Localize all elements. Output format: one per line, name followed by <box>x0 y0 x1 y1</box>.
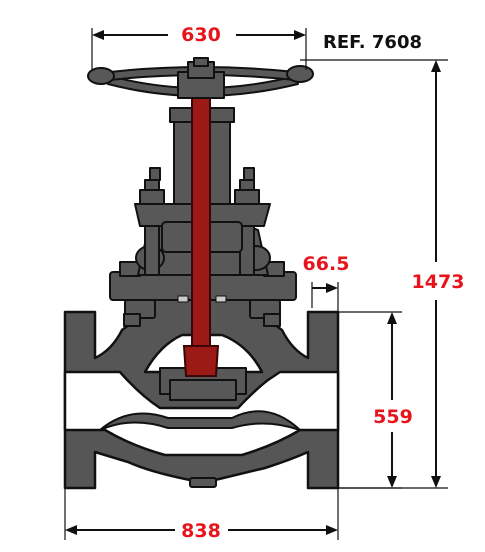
dimension-66-5: 66.5 <box>303 253 350 312</box>
dimension-label-559: 559 <box>373 406 413 428</box>
dimension-label-838: 838 <box>181 520 221 542</box>
reference-label: REF. 7608 <box>323 32 422 53</box>
dimension-label-1473: 1473 <box>412 271 465 293</box>
dimension-label-630: 630 <box>181 24 221 46</box>
dimension-559: 559 <box>338 311 413 489</box>
handwheel <box>87 57 314 99</box>
dimension-1473: 1473 <box>300 59 465 489</box>
dimension-label-66-5: 66.5 <box>303 253 350 275</box>
dimension-630: 630 <box>91 24 307 70</box>
dimension-838: 838 <box>64 488 339 542</box>
